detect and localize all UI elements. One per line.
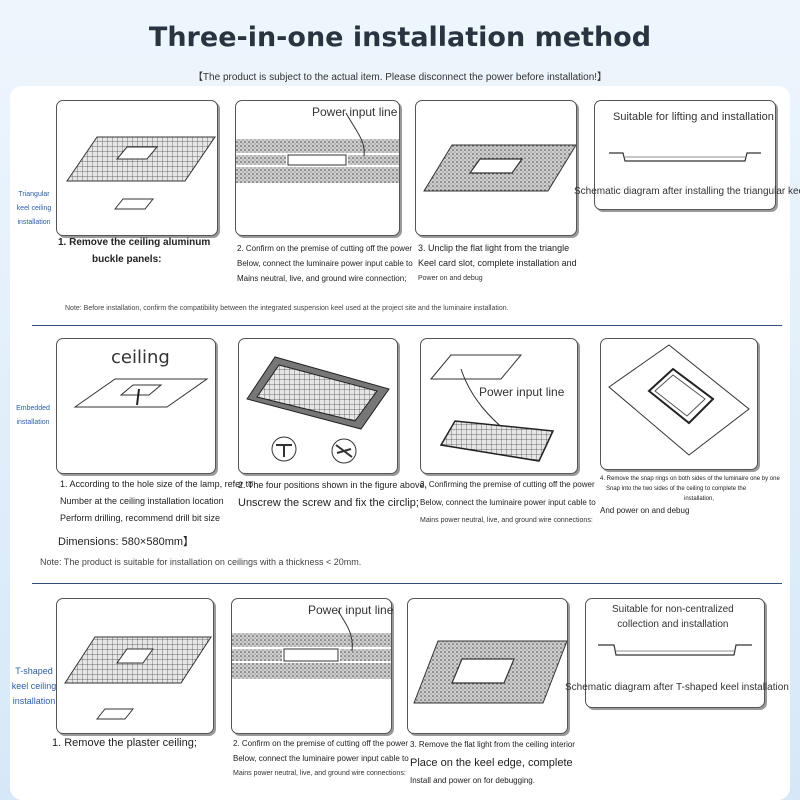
- row1-step-2: 2. Confirm on the premise of cutting off…: [237, 244, 413, 283]
- power-input-line-label: Power input line: [308, 603, 394, 617]
- ceiling-label: ceiling: [111, 347, 170, 368]
- row3-panel-1: [56, 598, 214, 734]
- row3-step-1: 1. Remove the plaster ceiling;: [52, 737, 197, 749]
- row2-step-4: 4. Remove the snap rings on both sides o…: [600, 476, 780, 515]
- power-input-line-label: Power input line: [479, 385, 565, 399]
- luminaire-screws-diagram: [246, 356, 390, 464]
- row3-panel-2: Power input line: [231, 598, 394, 734]
- ceiling-tiles-diagram: [236, 112, 399, 183]
- row2-note: Note: The product is suitable for instal…: [40, 557, 362, 567]
- warning-subtitle: 【The product is subject to the actual it…: [192, 72, 608, 83]
- row1-note: Note: Before installation, confirm the c…: [65, 305, 509, 312]
- triangular-keel-profile-icon: [609, 152, 761, 162]
- page-title: Three-in-one installation method: [148, 22, 652, 53]
- row2-divider: [32, 583, 782, 584]
- row1-panel-2: Power input line: [235, 100, 400, 236]
- row1-divider: [32, 325, 782, 326]
- t-keel-caption: Schematic diagram after T-shaped keel in…: [565, 682, 789, 693]
- row1-panel-4: Suitable for lifting and installation: [594, 100, 776, 210]
- lifting-installation-label: Suitable for lifting and installation: [613, 111, 774, 123]
- ceiling-grid-diagram: [66, 136, 216, 210]
- row2-dimensions: Dimensions: 580×580mm】: [58, 536, 195, 548]
- row2-panel-3: Power input line: [420, 338, 578, 474]
- triangular-keel-caption: Schematic diagram after installing the t…: [574, 186, 800, 197]
- row2-panel-4: [600, 338, 758, 470]
- ceiling-grid-diagram: [64, 636, 212, 720]
- row2-step-2: 2. The four positions shown in the figur…: [238, 480, 427, 509]
- ceiling-tiles-diagram: [232, 610, 391, 679]
- row2-panel-2: [238, 338, 398, 474]
- row2-panel-1: ceiling: [56, 338, 216, 474]
- installed-panel-diagram: [608, 344, 750, 456]
- power-connection-diagram: [429, 354, 555, 462]
- flat-light-in-keel-diagram: [423, 144, 576, 192]
- row2-step-3: 3. Confirming the premise of cutting off…: [420, 480, 596, 524]
- row1-step-3: 3. Unclip the flat light from the triang…: [418, 243, 577, 282]
- row1-panel-3: [415, 100, 577, 236]
- row2-step-1: 1. According to the hole size of the lam…: [60, 479, 254, 523]
- row3-panel-3: [407, 598, 568, 734]
- t-keel-profile-icon: [598, 644, 752, 656]
- flat-light-on-keel-diagram: [413, 640, 567, 704]
- row3-step-3: 3. Remove the flat light from the ceilin…: [410, 740, 575, 785]
- ceiling-hole-drilling-diagram: [73, 378, 209, 408]
- row1-panel-1: [56, 100, 218, 236]
- power-input-line-label: Power input line: [312, 105, 398, 119]
- row3-step-2: 2. Confirm on the premise of cutting off…: [233, 739, 409, 777]
